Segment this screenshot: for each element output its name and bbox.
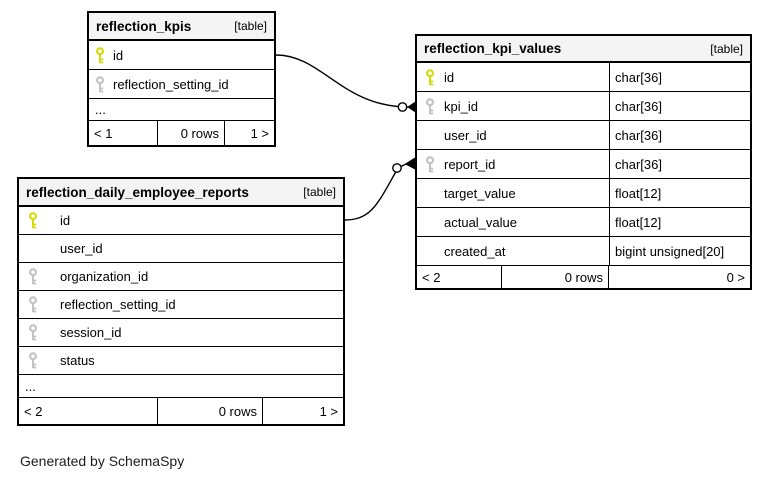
table-node-reflection-daily-employee-reports: reflection_daily_employee_reports [table…	[17, 177, 345, 426]
table-row: status	[19, 347, 343, 375]
arrowhead	[404, 157, 415, 170]
table-footer: < 2 0 rows 0 >	[417, 266, 750, 288]
column-name: id	[60, 213, 71, 228]
key-slot	[89, 75, 113, 93]
column-name-cell: target_value	[417, 179, 609, 207]
fk-connector-kpis-to-kpi-values	[275, 54, 415, 113]
parent-count: < 1	[94, 125, 113, 141]
parent-count: < 2	[422, 269, 441, 285]
column-name: actual_value	[444, 214, 517, 230]
table-node-reflection-kpis: reflection_kpis [table] id	[87, 11, 276, 147]
reference-key-icon	[425, 97, 435, 114]
reference-key-icon	[28, 296, 38, 313]
table-footer: < 1 0 rows 1 >	[89, 121, 274, 145]
column-name: reflection_setting_id	[113, 76, 229, 92]
reference-key-icon	[95, 75, 105, 92]
table-row: kpi_id char[36]	[417, 92, 750, 121]
reference-key-icon	[28, 352, 38, 369]
column-type: char[36]	[609, 150, 750, 178]
table-row: created_at bigint unsigned[20]	[417, 237, 750, 266]
table-row: user_id	[19, 235, 343, 263]
table-footer: < 2 0 rows 1 >	[19, 398, 343, 424]
primary-key-icon	[95, 46, 105, 63]
table-row: reflection_setting_id	[19, 291, 343, 319]
column-name-cell: kpi_id	[417, 92, 609, 120]
key-slot	[19, 352, 60, 369]
column-name: created_at	[444, 243, 506, 259]
table-name[interactable]: reflection_kpi_values	[424, 41, 562, 56]
table-kind-label: [table]	[710, 41, 743, 56]
fk-connector-reports-to-kpi-values	[344, 157, 415, 221]
table-name[interactable]: reflection_kpis	[96, 18, 192, 34]
table-row: reflection_setting_id	[89, 70, 274, 99]
column-type: char[36]	[609, 63, 750, 91]
row-count: 0 rows	[157, 398, 263, 424]
column-name: user_id	[444, 127, 487, 143]
fk-line	[275, 54, 410, 108]
arrowhead	[407, 101, 415, 113]
column-name: kpi_id	[444, 98, 478, 114]
table-name[interactable]: reflection_daily_employee_reports	[26, 184, 249, 200]
table-header[interactable]: reflection_kpi_values [table]	[417, 36, 750, 63]
row-count: 0 rows	[157, 121, 225, 145]
hidden-columns-ellipsis: ...	[89, 99, 274, 121]
cardinality-circle	[392, 163, 402, 173]
row-count: 0 rows	[501, 266, 609, 288]
column-name: id	[444, 69, 455, 85]
column-name-cell: created_at	[417, 237, 609, 265]
column-name: report_id	[444, 156, 496, 172]
key-slot	[19, 296, 60, 313]
column-type: bigint unsigned[20]	[609, 237, 750, 265]
table-row: session_id	[19, 319, 343, 347]
reference-key-icon	[28, 268, 38, 285]
key-slot	[19, 212, 60, 229]
table-row: id char[36]	[417, 63, 750, 92]
column-name: session_id	[60, 325, 122, 340]
column-type: float[12]	[609, 208, 750, 236]
child-count: 0 >	[726, 269, 745, 285]
column-type: char[36]	[609, 121, 750, 149]
key-slot	[417, 155, 444, 173]
child-count: 1 >	[250, 125, 269, 141]
parent-count: < 2	[24, 403, 43, 419]
reference-key-icon	[425, 155, 435, 172]
hidden-columns-ellipsis: ...	[19, 375, 343, 398]
table-kind-label: [table]	[234, 19, 267, 33]
column-name: status	[60, 353, 95, 368]
key-slot	[417, 68, 444, 86]
column-name-cell: user_id	[417, 121, 609, 149]
key-slot	[19, 324, 60, 341]
primary-key-icon	[425, 68, 435, 85]
column-type: char[36]	[609, 92, 750, 120]
key-slot	[19, 268, 60, 285]
table-row: organization_id	[19, 263, 343, 291]
table-row: actual_value float[12]	[417, 208, 750, 237]
column-type: float[12]	[609, 179, 750, 207]
column-name-cell: id	[417, 63, 609, 91]
column-name: organization_id	[60, 269, 149, 284]
table-row: target_value float[12]	[417, 179, 750, 208]
primary-key-icon	[28, 212, 38, 229]
column-name: reflection_setting_id	[60, 297, 176, 312]
schemaspy-credit: Generated by SchemaSpy	[20, 453, 185, 469]
table-row: id	[19, 207, 343, 235]
column-name: id	[113, 47, 124, 63]
table-row: report_id char[36]	[417, 150, 750, 179]
cardinality-circle	[397, 102, 408, 112]
key-slot	[417, 97, 444, 115]
table-header[interactable]: reflection_kpis [table]	[89, 13, 274, 41]
table-kind-label: [table]	[303, 185, 336, 199]
table-header[interactable]: reflection_daily_employee_reports [table…	[19, 179, 343, 207]
column-name: target_value	[444, 185, 516, 201]
child-count: 1 >	[319, 403, 338, 419]
reference-key-icon	[28, 324, 38, 341]
table-row: user_id char[36]	[417, 121, 750, 150]
table-row: id	[89, 41, 274, 70]
column-name: user_id	[60, 241, 103, 256]
key-slot	[89, 46, 113, 64]
table-node-reflection-kpi-values: reflection_kpi_values [table] id char[36…	[415, 34, 752, 290]
column-name-cell: actual_value	[417, 208, 609, 236]
column-name-cell: report_id	[417, 150, 609, 178]
